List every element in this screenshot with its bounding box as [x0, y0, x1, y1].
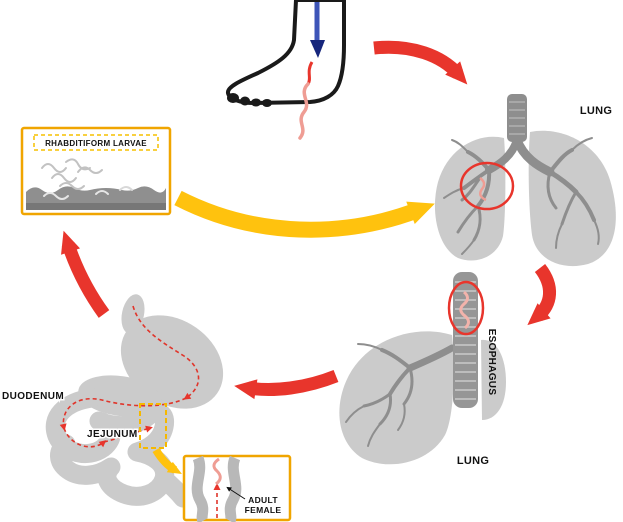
arrow-stomach-to-soil	[61, 230, 110, 318]
arrow-lung-to-stomach	[234, 369, 339, 400]
trachea-rings	[509, 101, 525, 135]
intestine-coil	[45, 388, 175, 506]
foot-illustration	[226, 0, 346, 140]
foot-outline	[226, 0, 346, 106]
larva-highlight-circle-lung	[459, 161, 515, 211]
soil-box: RHABDITIFORM LARVAE	[20, 126, 172, 216]
intestine-wall-right	[224, 455, 242, 522]
arrow-jejunum-to-inset	[152, 447, 182, 474]
toes	[227, 93, 272, 107]
lung-bottom: ESOPHAGUS LUNG	[339, 272, 506, 467]
lung-top: LUNG	[434, 94, 616, 267]
larva-below-foot	[298, 82, 310, 140]
adult-female-label-line2: FEMALE	[245, 505, 282, 515]
jejunum-highlight-box	[139, 403, 167, 449]
bronchial-tree-top	[443, 135, 600, 255]
esophagus-tube	[453, 272, 478, 408]
lung-bottom-right-lobe	[481, 339, 506, 420]
rhabditiform-larvae-label: RHABDITIFORM LARVAE	[45, 139, 147, 148]
arrow-foot-to-lung	[373, 40, 468, 85]
stomach-intestines: DUODENUM JEJUNUM	[1, 294, 224, 508]
lung-top-label: LUNG	[580, 105, 612, 117]
jejunum-label: JEJUNUM	[87, 429, 138, 440]
vein-blue	[310, 2, 325, 58]
intestine-wall-left	[191, 455, 209, 522]
soil-lower-layer	[26, 203, 166, 210]
soil-larvae	[41, 158, 133, 200]
adult-female-inset: ADULT FEMALE	[182, 454, 292, 522]
lung-bottom-left-lobe	[339, 331, 454, 465]
larva-in-lung	[478, 176, 487, 202]
larva-in-esophagus	[459, 290, 470, 330]
lung-bottom-label: LUNG	[457, 455, 489, 467]
duodenum-label: DUODENUM	[2, 391, 64, 402]
larva-highlight-circle-esophagus	[447, 280, 485, 336]
adult-female-larva	[212, 457, 222, 486]
adult-female-label-line1: ADULT	[248, 495, 278, 505]
esophagus-label: ESOPHAGUS	[486, 329, 497, 396]
adult-female-pointer	[226, 486, 246, 500]
arrow-soil-to-lung	[174, 190, 435, 238]
bronchial-tree-bottom	[345, 343, 456, 447]
intestine-stub-to-inset	[154, 469, 193, 508]
arrow-lung-to-esophagus	[527, 264, 556, 326]
